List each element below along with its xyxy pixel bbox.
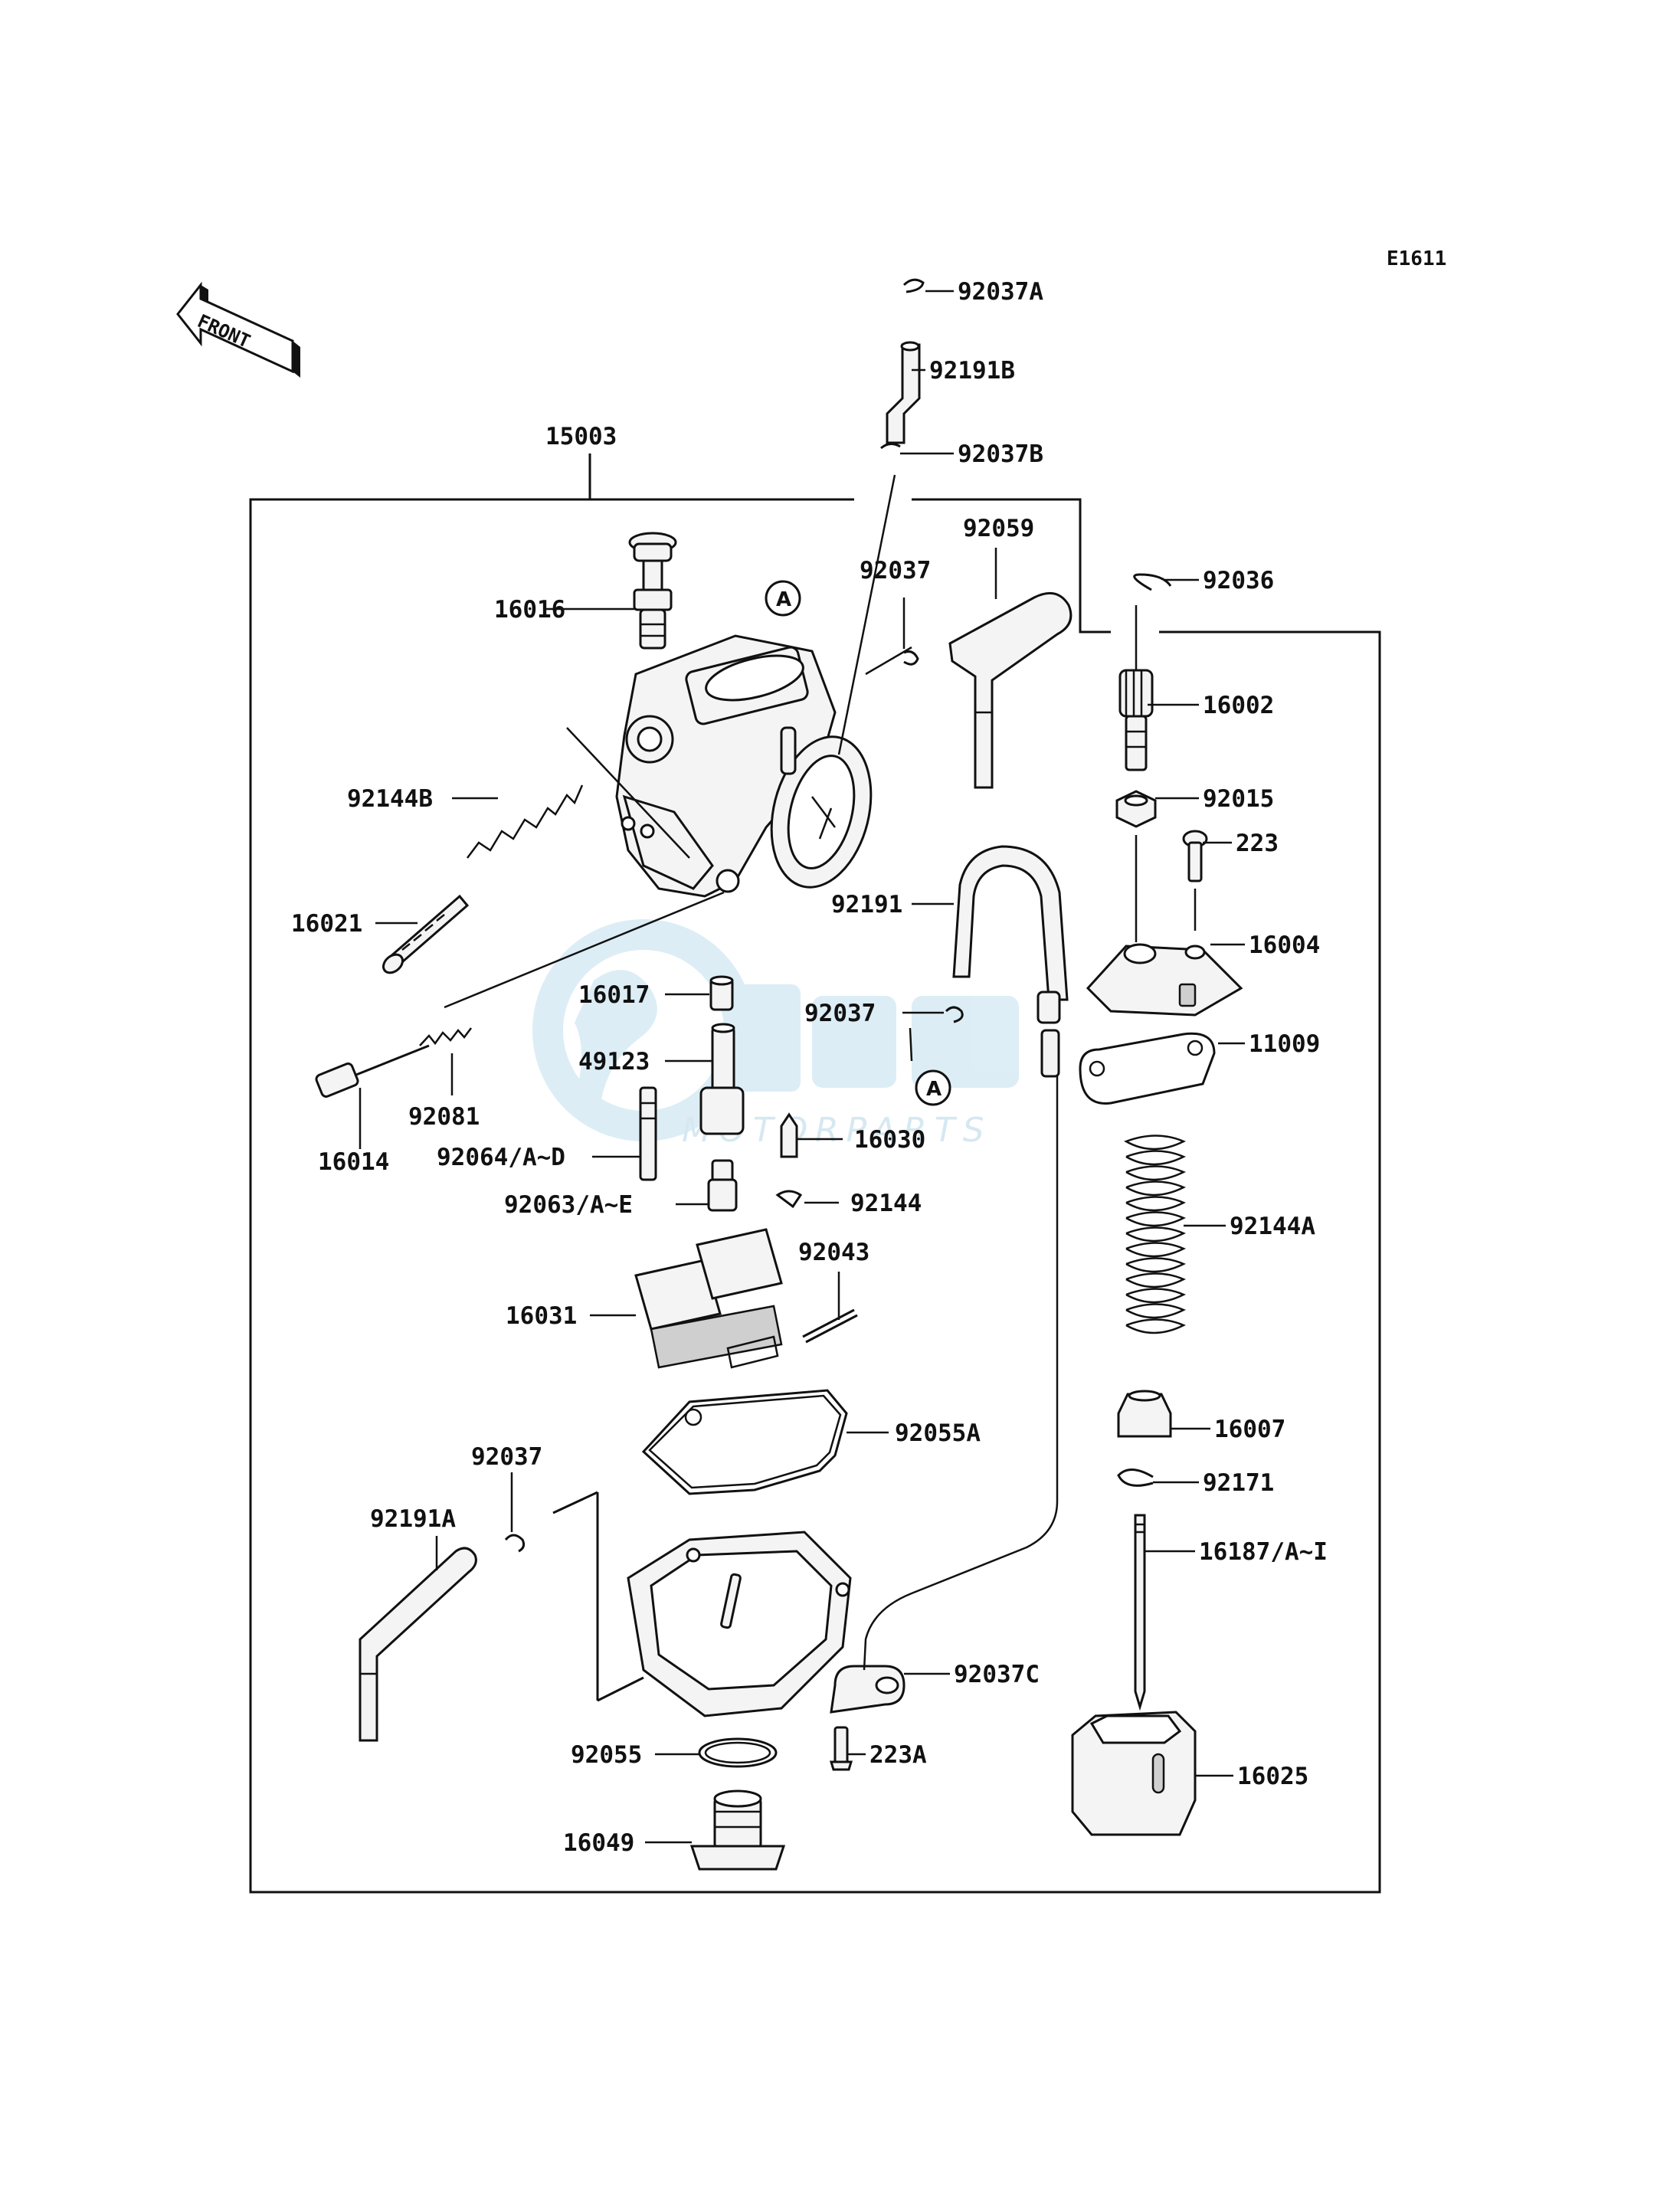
small-spring-drawing	[419, 1027, 472, 1046]
air-screw-drawing	[628, 532, 677, 650]
label-92171: 92171	[1203, 1469, 1274, 1497]
label-92191b: 92191B	[929, 357, 1015, 385]
clamp-plate-drawing	[829, 1665, 905, 1771]
label-92055a: 92055A	[895, 1419, 981, 1447]
needle-holder-16007-drawing	[1117, 1390, 1172, 1438]
label-16002: 16002	[1203, 692, 1274, 719]
label-92043: 92043	[798, 1239, 869, 1266]
float-bowl-drawing	[552, 1491, 852, 1717]
screw-223-drawing	[1182, 830, 1208, 931]
label-16187: 16187/A~I	[1199, 1538, 1328, 1566]
label-92064: 92064/A~D	[437, 1144, 565, 1171]
clamp-92037-top-drawing	[865, 646, 919, 676]
e-clip-92171-drawing	[1117, 1468, 1154, 1487]
carburetor-body-drawing	[615, 634, 873, 898]
label-16021: 16021	[291, 910, 362, 938]
label-16016: 16016	[494, 596, 565, 624]
label-16025: 16025	[1237, 1763, 1308, 1790]
label-15003: 15003	[545, 423, 617, 450]
label-92037-low: 92037	[471, 1443, 542, 1471]
jet-needle-16187-drawing	[1134, 1514, 1146, 1711]
gasket-11009-drawing	[1079, 1032, 1216, 1105]
float-bowl-gasket-drawing	[641, 1389, 848, 1495]
label-92037a: 92037A	[958, 278, 1043, 306]
hose-92191a-drawing	[359, 1547, 477, 1742]
circlip-92036-drawing	[1133, 573, 1172, 591]
float-valve-drawing	[780, 1112, 798, 1158]
label-16049: 16049	[563, 1829, 634, 1857]
leader-lines	[359, 290, 1245, 1844]
label-92037-mid: 92037	[804, 1000, 876, 1027]
diagram-code: E1611	[1387, 247, 1446, 270]
cable-adjuster-16002-drawing	[1118, 605, 1154, 771]
needle-jet-cap-drawing	[709, 975, 734, 1011]
label-92037-top: 92037	[860, 557, 931, 584]
hose-92191-drawing	[952, 845, 1069, 1078]
label-92063: 92063/A~E	[504, 1191, 633, 1219]
label-16007: 16007	[1214, 1416, 1285, 1443]
main-jet-drawing	[707, 1159, 738, 1212]
label-92191a: 92191A	[370, 1505, 456, 1533]
top-cover-16004-drawing	[1086, 943, 1243, 1017]
label-16004: 16004	[1249, 932, 1320, 959]
label-11009: 11009	[1249, 1030, 1320, 1058]
vent-hose-top-drawing	[880, 278, 925, 450]
label-92015: 92015	[1203, 785, 1274, 813]
part-labels: 15003 92037A 92191B 92037B 92059 92037 9…	[291, 278, 1328, 1857]
label-223a: 223A	[869, 1741, 927, 1769]
label-92144a: 92144A	[1230, 1213, 1315, 1240]
pilot-jet-drawing	[639, 1086, 657, 1181]
watermark: MOTORPARTS	[532, 919, 1019, 1150]
nut-92015-drawing	[1115, 790, 1157, 942]
clamp-92037-mid-drawing	[945, 1006, 964, 1023]
label-92036: 92036	[1203, 567, 1274, 594]
label-16030: 16030	[854, 1126, 925, 1154]
label-92144b: 92144B	[347, 785, 433, 813]
svg-text:A: A	[776, 588, 791, 611]
label-16014: 16014	[318, 1148, 389, 1176]
float-drawing	[634, 1228, 783, 1369]
float-pin-drawing	[802, 1308, 858, 1344]
ref-marker-a-mid: A	[909, 1027, 951, 1106]
front-arrow-icon: FRONT	[176, 281, 300, 378]
svg-text:A: A	[926, 1078, 942, 1101]
label-92191: 92191	[831, 891, 902, 918]
label-92059: 92059	[963, 515, 1034, 542]
pilot-air-screw-drawing	[315, 1044, 430, 1098]
label-49123: 49123	[578, 1048, 650, 1076]
ref-marker-a-top: A	[765, 580, 801, 617]
label-92081: 92081	[408, 1103, 480, 1131]
clamp-92037-low-drawing	[504, 1534, 526, 1553]
drain-plug-drawing	[689, 1789, 786, 1871]
label-92037b: 92037B	[958, 440, 1043, 468]
label-92144: 92144	[850, 1190, 922, 1217]
needle-jet-drawing	[699, 1023, 745, 1135]
label-223: 223	[1236, 830, 1279, 857]
throttle-spring-92144a-drawing	[1124, 1135, 1186, 1334]
label-92055: 92055	[571, 1741, 642, 1769]
clip-drawing	[775, 1190, 803, 1209]
throttle-spring-drawing	[467, 727, 690, 859]
label-16031: 16031	[506, 1302, 577, 1330]
o-ring-drawing	[698, 1737, 778, 1768]
assembly-frame	[249, 453, 1381, 1894]
throttle-stop-screw-drawing	[382, 894, 470, 974]
throttle-valve-16025-drawing	[1071, 1711, 1197, 1836]
label-16017: 16017	[578, 981, 650, 1009]
hose-92059-drawing	[948, 591, 1073, 789]
label-92037c: 92037C	[954, 1661, 1040, 1688]
